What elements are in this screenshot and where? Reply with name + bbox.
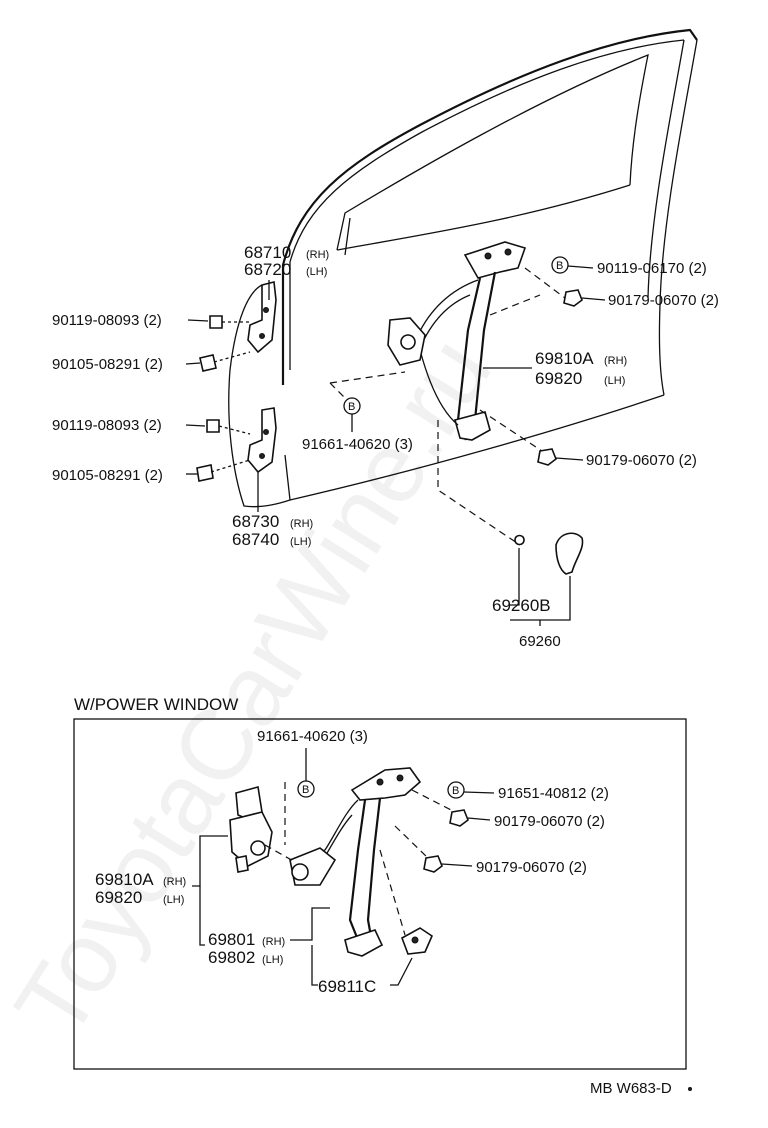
label-pad: 69811C xyxy=(318,977,376,996)
label-power-nut-1: 90179-06070 (2) xyxy=(494,813,605,830)
label-nut-upper: 90179-06070 (2) xyxy=(608,292,719,309)
tag-lh-5: (LH) xyxy=(262,954,283,966)
nut-power-2 xyxy=(423,855,443,873)
footer-code: MB W683-D xyxy=(590,1080,672,1097)
tag-rh: (RH) xyxy=(306,249,329,261)
label-screw-b: 91661-40620 (3) xyxy=(302,436,413,453)
hinge-bolt-3 xyxy=(206,419,251,435)
marker-b-regulator-text: B xyxy=(556,260,563,272)
label-hinge-upper-rh: 68710 xyxy=(244,243,291,262)
tag-lh-4: (LH) xyxy=(163,894,184,906)
window-regulator-power xyxy=(289,767,434,957)
label-bolt-2: 90105-08291 (2) xyxy=(52,356,163,373)
nut-lower xyxy=(537,448,557,466)
nut-power-1 xyxy=(449,809,469,827)
tag-rh-4: (RH) xyxy=(163,876,186,888)
nut-upper xyxy=(563,289,583,307)
marker-b-regulator xyxy=(551,256,569,274)
label-bolt-regulator: 90119-06170 (2) xyxy=(597,260,707,277)
label-power-regulator-rh: 69810A xyxy=(95,870,154,889)
label-bolt-3: 90119-08093 (2) xyxy=(52,417,162,434)
label-regulator-lh: 69820 xyxy=(535,369,582,388)
label-regulator-rh: 69810A xyxy=(535,349,594,368)
label-bolt-1: 90119-08093 (2) xyxy=(52,312,162,329)
label-motor-lh: 69802 xyxy=(208,948,255,967)
marker-b-power-2-text: B xyxy=(452,785,459,797)
window-regulator-manual xyxy=(387,241,527,441)
tag-lh-3: (LH) xyxy=(604,375,625,387)
label-hinge-upper-lh: 68720 xyxy=(244,260,291,279)
marker-b-power-text: B xyxy=(302,784,309,796)
door-hinge-lower xyxy=(247,407,277,474)
window-motor xyxy=(229,785,273,873)
front-door-outline xyxy=(228,28,698,508)
tag-rh-3: (RH) xyxy=(604,355,627,367)
label-handle-sub: 69260B xyxy=(492,596,551,615)
label-bolt-4: 90105-08291 (2) xyxy=(52,467,163,484)
label-power-screw-b: 91661-40620 (3) xyxy=(257,728,368,745)
marker-b-power-2 xyxy=(447,781,465,799)
marker-b-power xyxy=(297,780,315,798)
tag-rh-2: (RH) xyxy=(290,518,313,530)
label-hinge-lower-rh: 68730 xyxy=(232,512,279,531)
hinge-bolt-4 xyxy=(196,459,251,482)
tag-rh-5: (RH) xyxy=(262,936,285,948)
label-hinge-lower-lh: 68740 xyxy=(232,530,279,549)
label-nut-lower: 90179-06070 (2) xyxy=(586,452,697,469)
hinge-bolt-1 xyxy=(209,315,250,329)
door-hinge-upper xyxy=(247,281,277,354)
label-motor-rh: 69801 xyxy=(208,930,255,949)
label-power-nut-2: 90179-06070 (2) xyxy=(476,859,587,876)
regulator-handle xyxy=(514,532,584,575)
label-power-regulator-lh: 69820 xyxy=(95,888,142,907)
tag-lh-2: (LH) xyxy=(290,536,311,548)
label-handle: 69260 xyxy=(519,633,561,650)
label-power-screw-b2: 91651-40812 (2) xyxy=(498,785,609,802)
tag-lh: (LH) xyxy=(306,266,327,278)
power-window-box xyxy=(73,718,687,1070)
hinge-bolt-2 xyxy=(199,351,251,372)
section-title: W/POWER WINDOW xyxy=(74,695,238,714)
marker-b-upper-text: B xyxy=(348,401,355,413)
